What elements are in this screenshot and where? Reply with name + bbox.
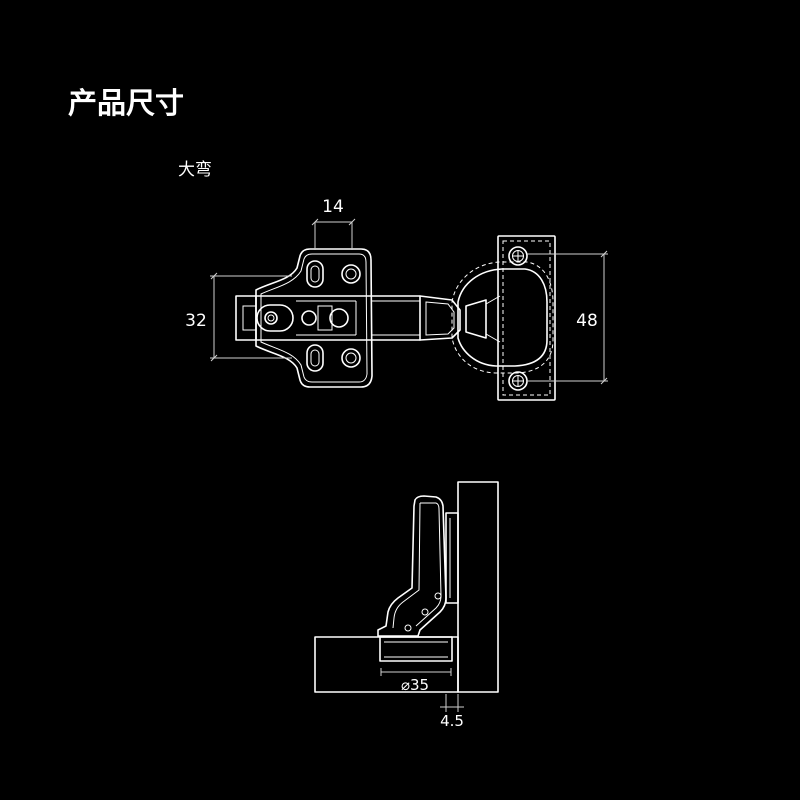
hinge-pivot-cup [404,624,412,632]
hinge-arm [235,295,461,341]
hinge-arm-side-outline [377,495,447,637]
round-hole-bottom-inner [345,352,357,364]
hinge-cam [465,299,487,339]
slot-hole-bottom [306,344,324,372]
hinge-cup-outline [379,636,453,662]
dimension-offset: 4.5 [440,694,464,730]
hinge-cup [379,636,453,662]
dimension-arm-width: 14 [311,197,356,250]
hinge-boss [451,261,554,374]
slot-hole-top [306,260,324,288]
dimension-cup-diameter-line [380,668,452,676]
side-view-drawing: ⌀35 4.5 [314,481,499,730]
mounting-plate [497,235,556,401]
mechanism-pin-left [301,310,317,326]
dimension-base-height-lines [210,275,292,359]
hinge-cup-inner [384,641,448,658]
screw-top-cross-icon [513,251,523,261]
hinge-arm-link-inner [425,301,455,336]
dimension-plate-height-label: 48 [576,311,598,331]
hinge-arm-body [255,295,421,341]
dimension-cup-diameter: ⌀35 [380,668,452,694]
dimension-base-height-ticks [210,272,218,362]
hinge-arm-side [377,495,447,637]
hinge-arm-end-cap [235,295,257,341]
dimension-arm-width-label: 14 [322,197,344,217]
dimension-plate-height-ticks [600,250,608,385]
screw-top-head [508,246,528,266]
door-panel [457,481,499,693]
mechanism-lines [296,300,357,336]
slot-hole-bottom-inner [310,349,320,367]
slot-hole-top-inner [310,265,320,283]
top-view-drawing: 14 32 48 [185,197,608,401]
base-flange-outline [255,248,373,388]
dimension-base-height: 32 [185,272,292,362]
mounting-plate-inner-outline [502,240,551,396]
base-flange [255,248,373,388]
dimension-arm-width-ticks [311,218,356,226]
hinge-pivot-upper [434,592,442,600]
adjust-screw [264,311,278,325]
adjust-slot-cap [242,305,257,331]
dimension-plate-height-lines [527,253,608,382]
hinge-arm-side-inner [392,502,442,629]
hinge-arm-link [419,295,461,341]
mounting-plate-side-outline [445,512,459,604]
adjustment-mechanism [242,300,357,336]
hinge-cam-line [485,295,501,343]
cabinet-panel [314,636,459,693]
screw-top [508,246,528,266]
mounting-holes [306,260,361,372]
mounting-plate-side [445,512,459,604]
adjust-screw-inner [267,314,275,322]
hinge-pivot-lower [421,608,429,616]
hinge-boss-hidden-outline [451,261,554,374]
dimension-arm-width-lines [314,221,353,250]
dimension-offset-label: 4.5 [440,712,464,730]
hinge-boss-outline [457,268,548,367]
adjust-slot [256,304,294,332]
dimension-plate-height: 48 [527,250,608,385]
round-hole-top-inner [345,268,357,280]
page-title: 产品尺寸 [68,86,184,120]
mechanism-pin-right [329,308,349,328]
dimension-base-height-label: 32 [185,311,207,331]
dimension-cup-diameter-label: ⌀35 [401,676,429,694]
variant-label: 大弯 [178,160,212,180]
hinge-arm-inner-lines [372,300,420,336]
dimension-offset-lines [440,694,464,712]
screw-bottom-cross-icon [513,376,523,386]
screw-bottom-inner [512,375,524,387]
mounting-plate-outline [497,235,556,401]
mechanism-block [317,305,333,331]
round-hole-bottom [341,348,361,368]
screw-bottom [508,371,528,391]
round-hole-top [341,264,361,284]
base-flange-inner-outline [260,253,368,383]
